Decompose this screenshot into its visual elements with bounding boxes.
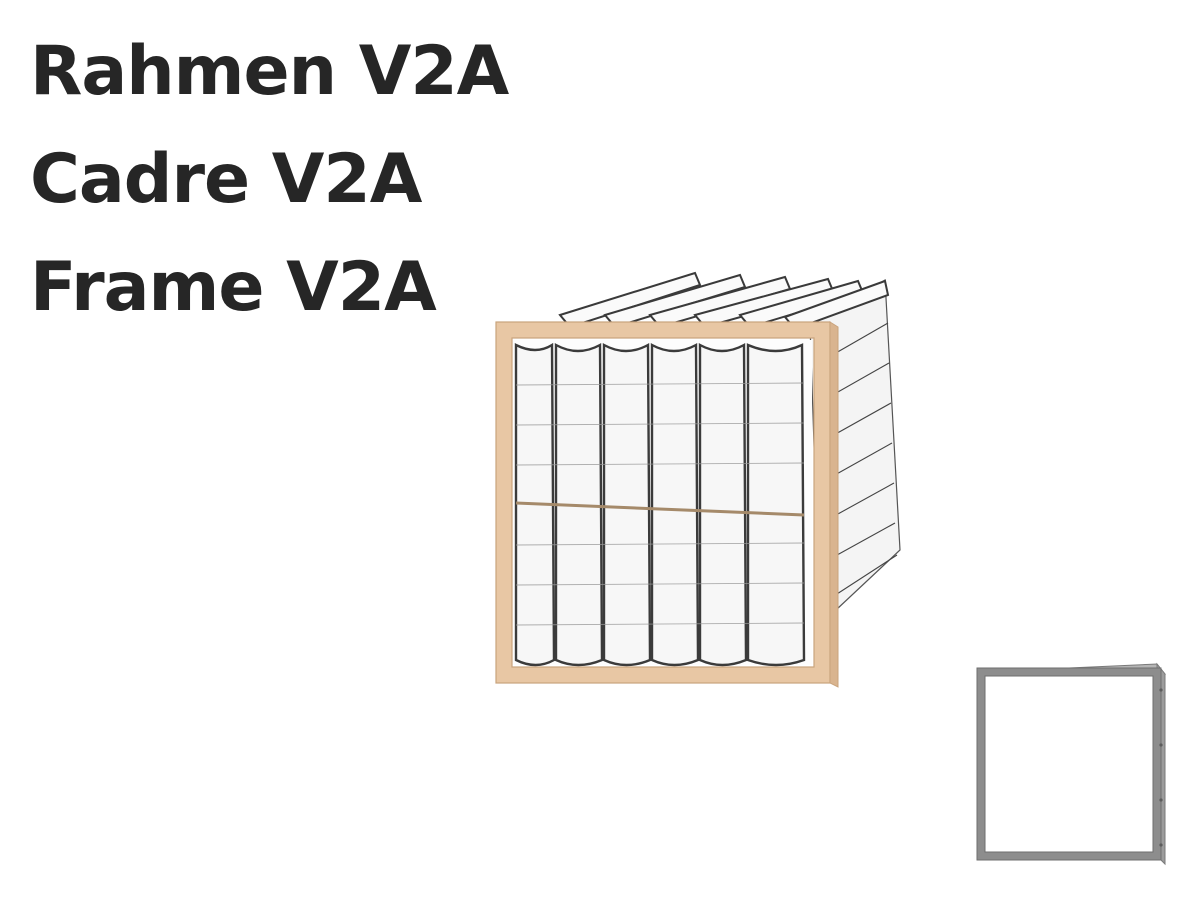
headline-line-en: Frame V2A [30, 248, 437, 327]
headline-line-fr: Cadre V2A [30, 140, 422, 219]
headline-line-de: Rahmen V2A [30, 32, 509, 111]
bag-filter-image [495, 271, 901, 688]
headline: Rahmen V2A Cadre V2A Frame V2A [30, 18, 509, 342]
steel-frame-image [976, 662, 1167, 866]
